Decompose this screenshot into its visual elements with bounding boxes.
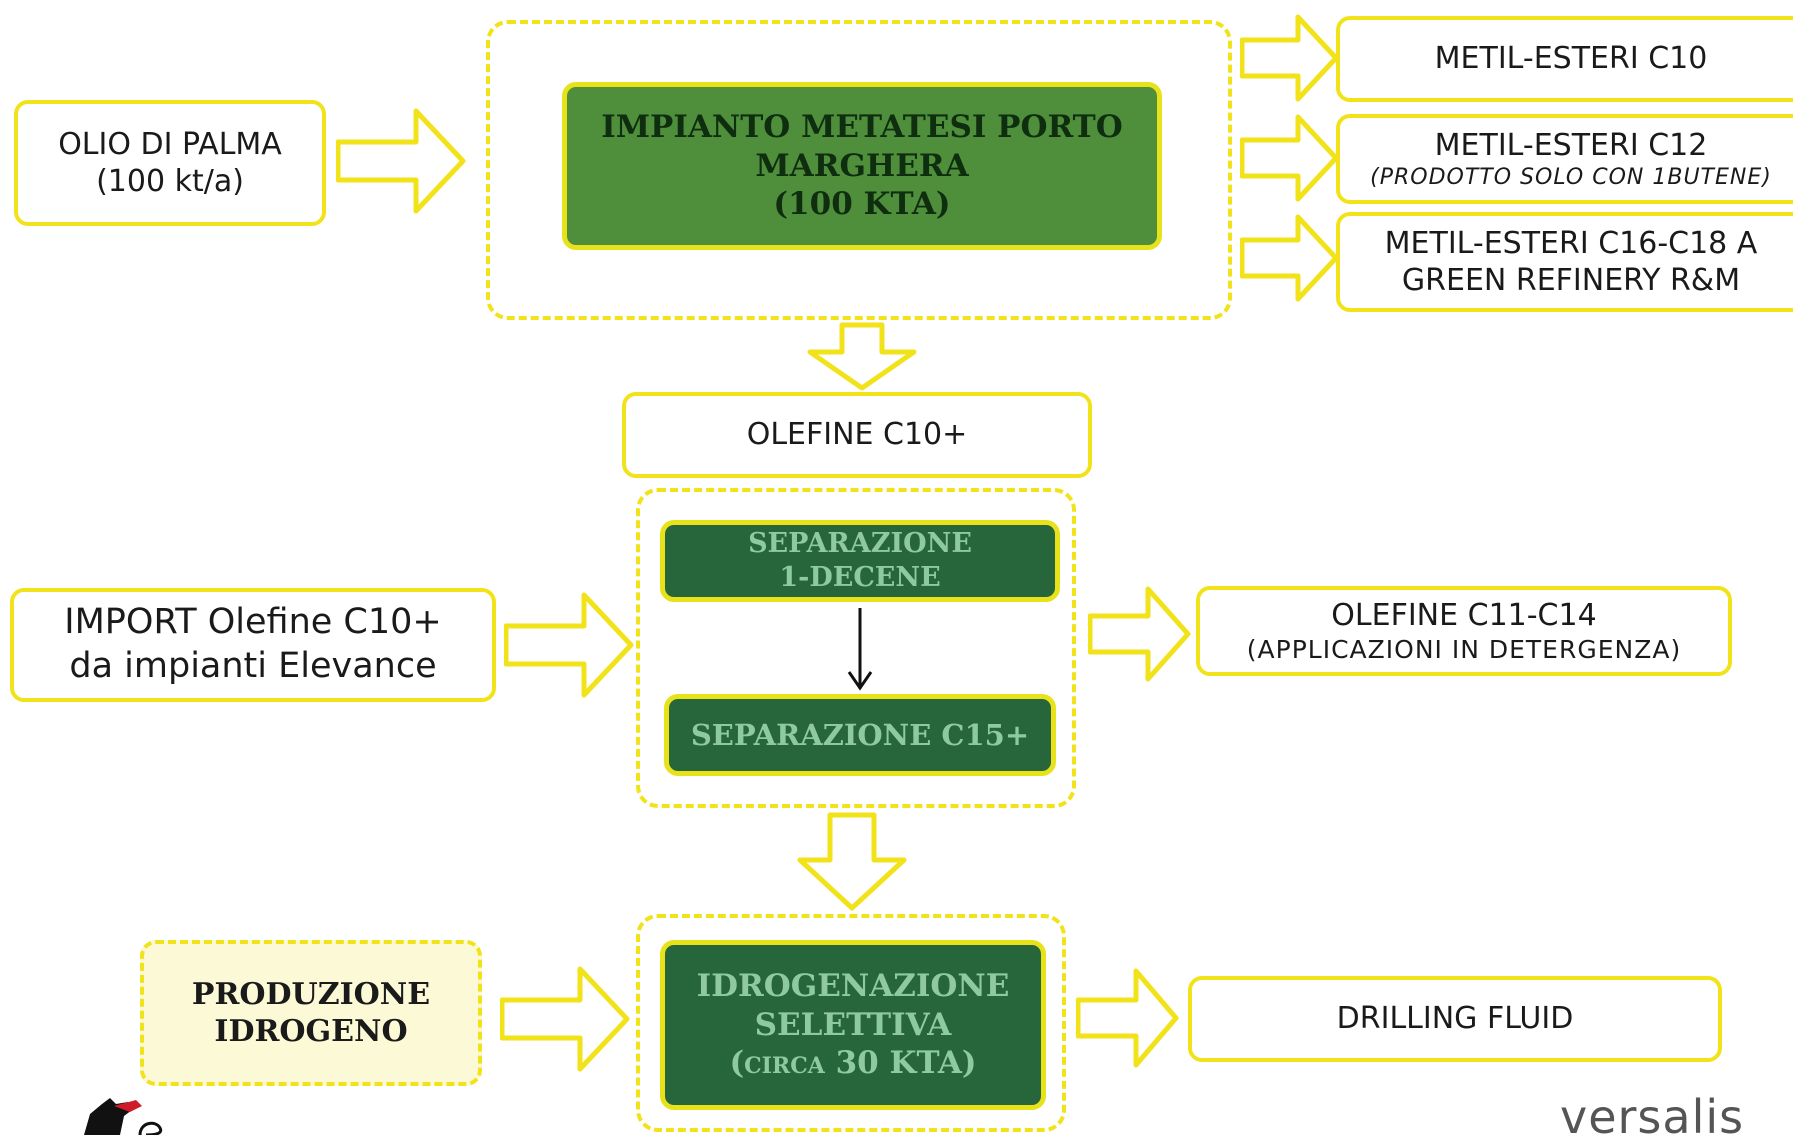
c10-label: METIL-ESTERI C10 xyxy=(1434,41,1708,77)
c16-line-2: GREEN REFINERY R&M xyxy=(1401,263,1741,298)
sep-decene-line-1: SEPARAZIONE xyxy=(748,528,972,560)
sep-decene-line-2: 1-DECENE xyxy=(779,562,941,593)
import-label: IMPORT Olefine C10+ xyxy=(64,602,442,643)
versalis-logo: versalis xyxy=(1560,1090,1745,1144)
arrow-decene-to-c15 xyxy=(847,608,873,691)
arrow-import-to-separation xyxy=(504,592,634,698)
separation-group xyxy=(636,488,1076,808)
hydrogen-line-1: PRODUZIONE xyxy=(191,976,431,1012)
olefine-c10-box: OLEFINE C10+ xyxy=(622,392,1092,478)
metil-esteri-c10-box: METIL-ESTERI C10 xyxy=(1336,16,1793,102)
metathesis-line-1: IMPIANTO METATESI PORTO xyxy=(601,108,1123,145)
drilling-fluid-box: DRILLING FLUID xyxy=(1188,976,1722,1062)
metathesis-group xyxy=(486,20,1232,320)
arrow-to-c16 xyxy=(1240,214,1339,302)
metil-esteri-c12-box: METIL-ESTERI C12 (PRODOTTO SOLO CON 1BUT… xyxy=(1336,114,1793,204)
arrow-separation-to-c11 xyxy=(1088,586,1191,682)
eni-dog-logo-icon xyxy=(84,1098,163,1135)
olefine-c11-c14-box: OLEFINE C11-C14 (APPLICAZIONI IN DETERGE… xyxy=(1196,586,1732,676)
c11-note: (APPLICAZIONI IN DETERGENZA) xyxy=(1246,635,1682,665)
olio-capacity: (100 kt/a) xyxy=(96,164,244,199)
sep-c15-label: SEPARAZIONE C15+ xyxy=(690,717,1030,752)
produzione-idrogeno-box: PRODUZIONE IDROGENO xyxy=(140,940,482,1086)
import-olefine-box: IMPORT Olefine C10+ da impianti Elevance xyxy=(10,588,496,702)
arrow-separation-to-hydrogenation xyxy=(797,812,907,911)
olefine-c10-label: OLEFINE C10+ xyxy=(746,417,968,453)
arrow-metathesis-to-olefine xyxy=(807,322,917,391)
arrow-hydrogen-to-hydrogenation xyxy=(500,966,630,1072)
metathesis-line-3: (100 KTA) xyxy=(773,186,951,223)
olio-label: OLIO DI PALMA xyxy=(58,126,282,162)
idrogenazione-box: IDROGENAZIONE SELETTIVA (circa 30 KTA) xyxy=(660,940,1046,1110)
hydrogenation-group xyxy=(636,914,1066,1132)
hydrogenation-line-1: IDROGENAZIONE xyxy=(696,967,1010,1004)
separazione-c15-box: SEPARAZIONE C15+ xyxy=(664,694,1056,776)
drilling-label: DRILLING FLUID xyxy=(1336,1001,1574,1037)
metathesis-plant-box: IMPIANTO METATESI PORTO MARGHERA (100 KT… xyxy=(562,82,1162,250)
hydrogen-line-2: IDROGENO xyxy=(214,1014,408,1049)
c11-label: OLEFINE C11-C14 xyxy=(1331,597,1597,633)
hydrogenation-line-3: (circa 30 KTA) xyxy=(729,1044,976,1083)
hydrogenation-capacity: 30 KTA) xyxy=(835,1045,977,1082)
metil-esteri-c16-box: METIL-ESTERI C16-C18 A GREEN REFINERY R&… xyxy=(1336,212,1793,312)
hydrogenation-line-2: SELETTIVA xyxy=(754,1006,952,1043)
metathesis-line-2: MARGHERA xyxy=(755,147,969,184)
olio-di-palma-box: OLIO DI PALMA (100 kt/a) xyxy=(14,100,326,226)
c12-label: METIL-ESTERI C12 xyxy=(1434,127,1708,163)
separazione-decene-box: SEPARAZIONE 1-DECENE xyxy=(660,520,1060,602)
c16-line-1: METIL-ESTERI C16-C18 A xyxy=(1384,225,1758,261)
arrow-olio-to-metathesis xyxy=(336,108,466,214)
arrow-to-c10 xyxy=(1240,14,1339,102)
arrow-hydrogenation-to-drilling xyxy=(1076,968,1179,1068)
hydrogenation-circa: (circa xyxy=(729,1045,825,1082)
c12-note: (PRODOTTO SOLO CON 1BUTENE) xyxy=(1370,165,1772,190)
import-source: da impianti Elevance xyxy=(69,646,437,686)
arrow-to-c12 xyxy=(1240,114,1339,202)
